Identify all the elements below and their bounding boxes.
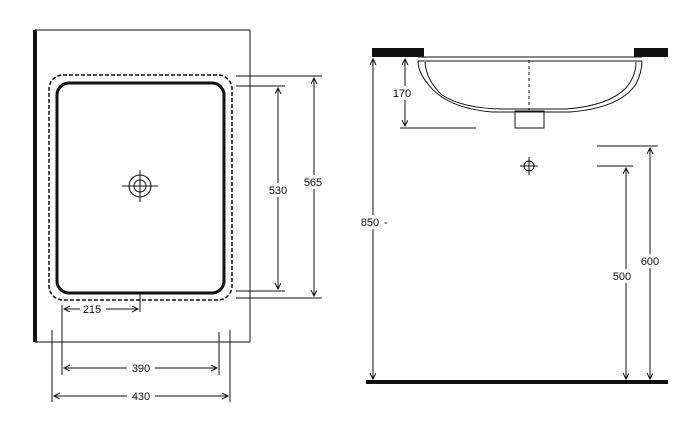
drain-symbol [122,170,158,202]
dim-width-outer: 430 [132,391,150,403]
dim-depth-outer: 565 [304,177,322,189]
dim-width-inner: 390 [132,363,150,375]
dim-depth-inner: 530 [269,185,287,197]
dim-drain-height-low: 500 [613,271,631,283]
wall-drain-symbol [520,157,538,175]
dim-drain-height-high: 600 [641,256,659,268]
dim-drain-offset: 215 [83,304,101,316]
basin-profile [417,56,643,129]
rim-tick-mark: - [384,217,388,229]
basin-outline [55,81,226,295]
dim-bowl-depth: 170 [393,88,411,100]
dim-rim-height: 850 [361,217,379,229]
plan-view: 530 565 215 390 430 [33,29,328,403]
side-view: 850 - 170 600 500 [358,48,668,384]
countertop-left [372,48,424,57]
countertop-right [634,48,668,57]
